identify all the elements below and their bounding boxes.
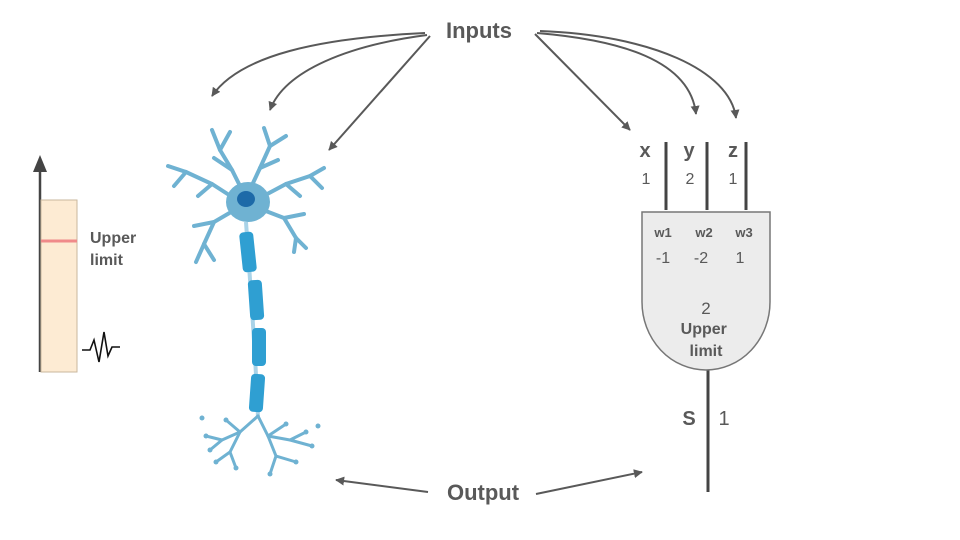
output-value: 1 (718, 408, 729, 430)
threshold-label-line1: Upper (681, 321, 727, 338)
neuron-illustration (166, 126, 326, 477)
meter-limit-label-line1: Upper (90, 230, 136, 247)
input-arrows-neuron (211, 32, 431, 151)
input-value-z: 1 (729, 171, 738, 188)
meter-axis-arrowhead (33, 155, 47, 172)
input-arrow (536, 32, 700, 115)
weight-value-w2: -2 (694, 250, 708, 267)
output-label: Output (447, 480, 520, 505)
input-arrow (328, 35, 431, 151)
output-arrow-right (535, 469, 643, 495)
inputs-label: Inputs (446, 18, 512, 43)
input-arrow (534, 33, 631, 131)
myelin-sheath (252, 328, 266, 366)
input-arrow (268, 34, 428, 111)
weight-name-w2: w2 (694, 225, 712, 240)
meter-limit-label-line2: limit (90, 252, 124, 269)
axon-terminal-dots (199, 415, 321, 477)
threshold-label: Upper limit (681, 321, 732, 360)
output-arrows (335, 469, 643, 495)
output-arrow-left (335, 476, 429, 493)
input-arrow (211, 32, 426, 97)
perceptron-gate: x y z 1 2 1 w1 w2 w3 -1 -2 1 2 Upper lim… (639, 140, 771, 492)
threshold-label-line2: limit (690, 343, 724, 360)
myelin-sheath (239, 231, 257, 273)
input-arrows-gate (534, 30, 740, 131)
input-name-y: y (683, 140, 695, 162)
threshold-meter: Upper limit (33, 155, 141, 373)
input-value-x: 1 (642, 171, 651, 188)
meter-limit-label: Upper limit (90, 230, 141, 269)
threshold-value: 2 (701, 299, 710, 318)
neuron-nucleus (237, 191, 255, 207)
weight-value-w1: -1 (656, 250, 670, 267)
meter-bar (40, 199, 78, 373)
weight-value-w3: 1 (736, 250, 745, 267)
weight-name-w1: w1 (653, 225, 671, 240)
input-name-x: x (639, 140, 650, 162)
spike-icon (82, 331, 120, 363)
input-value-y: 2 (686, 171, 695, 188)
weight-name-w3: w3 (734, 225, 752, 240)
axon-terminals (204, 414, 314, 476)
myelin-sheath (247, 279, 265, 321)
myelin-sheath (248, 373, 266, 413)
gate-body (641, 211, 771, 371)
output-name: S (682, 408, 695, 430)
input-name-z: z (728, 140, 738, 162)
input-arrow (539, 30, 740, 119)
